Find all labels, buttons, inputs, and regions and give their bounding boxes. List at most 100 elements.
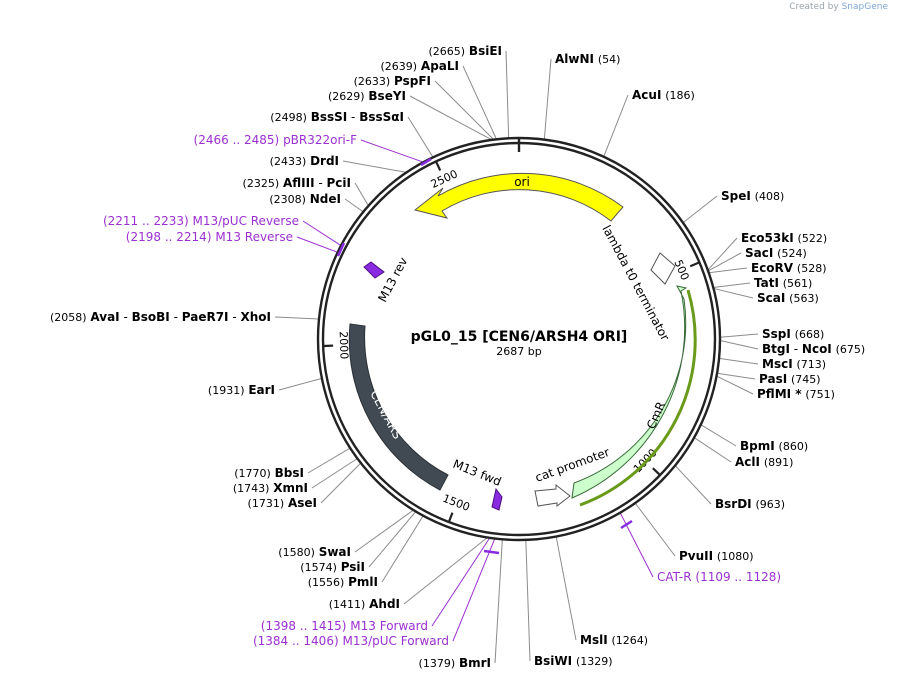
enzyme-eari[interactable]: EarI [248, 383, 275, 397]
primer-m13-puc-forward[interactable]: M13/pUC Forward [342, 634, 449, 648]
site-label-row: (2629) BseYI [328, 89, 406, 103]
primer-range: (2466 .. 2485) [194, 133, 280, 147]
enzyme-leader-line [693, 437, 732, 463]
enzyme-position: (963) [755, 498, 785, 511]
enzyme-msli[interactable]: MslI [580, 633, 608, 647]
enzyme-apali[interactable]: ApaLI [421, 59, 459, 73]
primer-cat-r[interactable]: CAT-R [657, 570, 692, 584]
enzyme-position: (54) [598, 53, 621, 66]
enzyme-bmri[interactable]: BmrI [459, 656, 491, 670]
enzyme-pmli[interactable]: PmlI [348, 575, 378, 589]
primer-mark-cat-r [620, 519, 633, 530]
enzyme-afliii[interactable]: AflIII [283, 176, 315, 190]
enzyme-position: (1411) [329, 598, 366, 611]
enzyme-position: (1743) [233, 482, 270, 495]
enzyme-avai[interactable]: AvaI [90, 310, 119, 324]
enzyme-pspfi[interactable]: PspFI [394, 74, 431, 88]
enzyme-leader-line [713, 282, 751, 289]
primer-range: (2198 .. 2214) [126, 230, 212, 244]
primer-leader-line [452, 538, 496, 642]
enzyme-eco53ki[interactable]: Eco53kI [741, 231, 794, 245]
enzyme-bsiwi[interactable]: BsiWI [534, 654, 572, 668]
enzyme-ndei[interactable]: NdeI [310, 192, 341, 206]
enzyme-bpmi[interactable]: BpmI [740, 439, 775, 453]
site-label-row: (1379) BmrI [419, 656, 491, 670]
site-label-row: BtgI - NcoI (675) [762, 342, 865, 356]
enzyme-asei[interactable]: AseI [288, 496, 317, 510]
enzyme-position: (1931) [208, 384, 245, 397]
feature-lambda-t0-terminator[interactable] [650, 252, 676, 285]
enzyme-bbsi[interactable]: BbsI [275, 466, 304, 480]
enzyme-leader-line [354, 182, 369, 207]
enzyme-bseyi[interactable]: BseYI [368, 89, 406, 103]
enzyme-bsrdi[interactable]: BsrDI [715, 497, 752, 511]
enzyme-bsobi[interactable]: BsoBI [132, 310, 170, 324]
feature-cmr-highlight [579, 289, 697, 507]
enzyme-leader-line [682, 195, 718, 224]
enzyme-ncoi[interactable]: NcoI [802, 342, 832, 356]
enzyme-position: (2325) [243, 177, 280, 190]
enzyme-spei[interactable]: SpeI [721, 189, 751, 203]
enzyme-xmni[interactable]: XmnI [273, 481, 308, 495]
primer-m13-puc-reverse[interactable]: M13/pUC Reverse [193, 214, 300, 228]
feature-m13-rev[interactable] [363, 261, 385, 279]
enzyme-position: (713) [797, 358, 827, 371]
enzyme-acli[interactable]: AclI [735, 455, 760, 469]
enzyme-position: (186) [665, 89, 695, 102]
enzyme-drdi[interactable]: DrdI [310, 154, 339, 168]
enzyme-saci[interactable]: SacI [745, 246, 773, 260]
feature-ori[interactable] [413, 172, 624, 222]
credit-prefix: Created by [789, 2, 839, 12]
enzyme-pflmi[interactable]: PflMI * [757, 387, 802, 401]
feature-cat-promoter[interactable] [534, 483, 571, 508]
enzyme-leader-line [354, 509, 414, 553]
site-label-row: AcuI (186) [632, 88, 695, 102]
primer-m13-reverse[interactable]: M13 Reverse [215, 230, 293, 244]
credit-brand: SnapGene [841, 2, 888, 12]
enzyme-acui[interactable]: AcuI [632, 88, 661, 102]
enzyme-ecorv[interactable]: EcoRV [751, 261, 794, 275]
enzyme-ahdi[interactable]: AhdI [369, 597, 400, 611]
snapgene-credit: Created by SnapGene [789, 2, 888, 12]
enzyme-bsss-i[interactable]: BssSαI [359, 110, 404, 124]
enzyme-paer7i[interactable]: PaeR7I [182, 310, 229, 324]
feature-cmr[interactable] [571, 285, 688, 499]
enzyme-bsiei[interactable]: BsiEI [469, 44, 502, 58]
enzyme-sspi[interactable]: SspI [762, 327, 791, 341]
primer-m13-forward[interactable]: M13 Forward [350, 619, 428, 633]
enzyme-leader-line [434, 80, 495, 140]
enzyme-alwni[interactable]: AlwNI [555, 52, 594, 66]
enzyme-xhoi[interactable]: XhoI [240, 310, 271, 324]
enzyme-bsssi[interactable]: BssSI [311, 110, 348, 124]
enzyme-position: (1574) [300, 561, 337, 574]
feature-cen-ars[interactable] [348, 323, 449, 491]
enzyme-position: (1770) [234, 467, 271, 480]
enzyme-leader-line [407, 116, 434, 158]
site-label-row: (1398 .. 1415) M13 Forward [261, 619, 428, 633]
primer-leader-line [302, 220, 342, 246]
tick-mark [689, 261, 700, 268]
enzyme-position: (1264) [612, 634, 649, 647]
site-label-row: PvuII (1080) [679, 549, 754, 563]
enzyme-msci[interactable]: MscI [762, 357, 793, 371]
enzyme-separator: - [170, 310, 182, 324]
enzyme-swai[interactable]: SwaI [319, 545, 351, 559]
feature-m13-fwd[interactable] [491, 487, 503, 511]
primer-pbr322ori-f[interactable]: pBR322ori-F [283, 133, 357, 147]
enzyme-leader-line [700, 424, 737, 447]
enzyme-leader-line [707, 252, 742, 272]
enzyme-btgi[interactable]: BtgI [762, 342, 790, 356]
enzyme-scai[interactable]: ScaI [757, 291, 785, 305]
enzyme-pvuii[interactable]: PvuII [679, 549, 713, 563]
enzyme-psii[interactable]: PsiI [341, 560, 365, 574]
site-label-row: (2498) BssSI - BssSαI [270, 110, 404, 124]
enzyme-leader-line [494, 539, 503, 664]
enzyme-pcii[interactable]: PciI [327, 176, 352, 190]
site-label-row: MscI (713) [762, 357, 826, 371]
site-label-row: (1574) PsiI [300, 560, 365, 574]
enzyme-leader-line [342, 160, 407, 173]
leader-lines [274, 50, 759, 664]
enzyme-tati[interactable]: TatI [754, 276, 779, 290]
site-label-row: BsiWI (1329) [534, 654, 613, 668]
enzyme-pasi[interactable]: PasI [759, 372, 787, 386]
